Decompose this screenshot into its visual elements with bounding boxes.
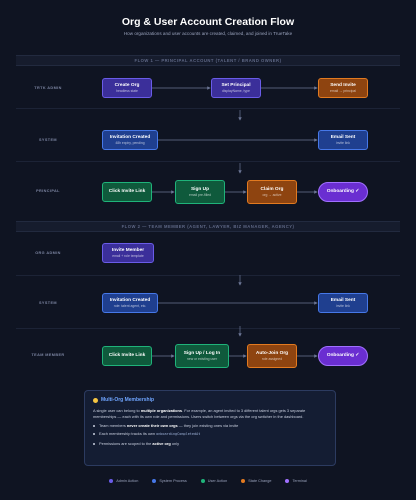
node-set-principal: Set Principal displayName, type bbox=[211, 78, 261, 98]
list-item: Permissions are scoped to the active org… bbox=[93, 441, 327, 447]
lane-divider bbox=[16, 275, 400, 276]
list-item: Each membership tracks its own onboardin… bbox=[93, 431, 327, 438]
node-click-invite-link: Click Invite Link bbox=[102, 182, 152, 202]
legend-item: User Action bbox=[200, 479, 227, 483]
page-title: Org & User Account Creation Flow bbox=[121, 16, 295, 28]
node-invite-member: Invite Member email + role template bbox=[102, 243, 154, 263]
node-auto-join-org: Auto-Join Org role assigned bbox=[247, 344, 297, 368]
legend-item: Terminal bbox=[285, 479, 307, 483]
lane-divider bbox=[16, 161, 400, 162]
legend-dot bbox=[285, 479, 290, 483]
legend-dot bbox=[152, 479, 157, 483]
legend-item: State Change bbox=[241, 479, 271, 483]
node-claim-org: Claim Org org → active bbox=[247, 180, 297, 204]
node-create-org: Create Org headless state bbox=[102, 78, 152, 98]
lane-label-system: SYSTEM bbox=[38, 138, 57, 142]
node-email-sent: Email Sent invite link bbox=[318, 130, 368, 150]
node-onboarding: Onboarding ✓ bbox=[318, 346, 368, 366]
flow1-header: FLOW 1 — PRINCIPAL ACCOUNT (TALENT / BRA… bbox=[16, 55, 400, 66]
node-email-sent: Email Sent invite link bbox=[318, 293, 368, 313]
info-bullets: Team members never create their own orgs… bbox=[93, 423, 327, 446]
legend-item: Admin Action bbox=[109, 479, 138, 483]
node-sign-up-log-in: Sign Up / Log In new or existing user bbox=[175, 344, 229, 368]
lane-divider bbox=[16, 108, 400, 109]
node-send-invite: Send Invite email → principal bbox=[318, 78, 368, 98]
node-onboarding: Onboarding ✓ bbox=[318, 182, 368, 202]
node-invitation-created: Invitation Created 48h expiry, pending bbox=[102, 130, 158, 150]
legend: Admin Action System Process User Action … bbox=[0, 479, 416, 483]
node-click-invite-link: Click Invite Link bbox=[102, 346, 152, 366]
legend-dot bbox=[241, 479, 246, 483]
page-subtitle: How organizations and user accounts are … bbox=[123, 31, 293, 36]
lightbulb-icon bbox=[93, 397, 98, 403]
multi-org-info-box: Multi-Org Membership A single user can b… bbox=[84, 390, 336, 466]
legend-dot bbox=[109, 479, 114, 483]
info-title: Multi-Org Membership bbox=[93, 397, 327, 403]
lane-label-org-admin: ORG ADMIN bbox=[35, 251, 61, 255]
lane-label-trtk-admin: TRTK ADMIN bbox=[34, 86, 62, 90]
info-paragraph: A single user can belong to multiple org… bbox=[93, 408, 306, 419]
legend-item: System Process bbox=[152, 479, 187, 483]
lane-label-principal: PRINCIPAL bbox=[36, 189, 60, 193]
list-item: Team members never create their own orgs… bbox=[93, 423, 327, 429]
flow2-header: FLOW 2 — TEAM MEMBER (AGENT, LAWYER, BIZ… bbox=[16, 221, 400, 232]
legend-dot bbox=[200, 479, 205, 483]
node-sign-up: Sign Up email pre-filled bbox=[175, 180, 225, 204]
lane-divider bbox=[16, 328, 400, 329]
lane-label-team-member: TEAM MEMBER bbox=[31, 353, 65, 357]
node-invitation-created: Invitation Created role: talent agent, e… bbox=[102, 293, 158, 313]
lane-label-system: SYSTEM bbox=[38, 301, 57, 305]
